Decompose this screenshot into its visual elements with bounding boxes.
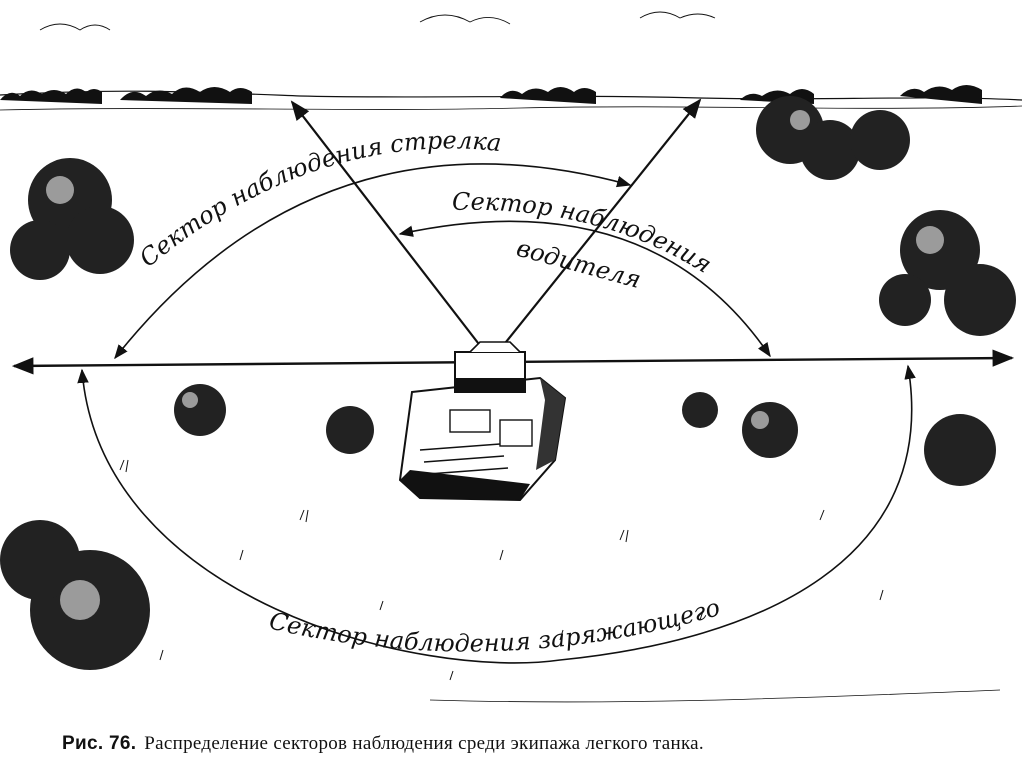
tree-line [0, 85, 982, 104]
loader-sector-arc [77, 364, 916, 664]
driver-sector-label-line2: водителя [514, 234, 644, 294]
observation-sectors-diagram: Сектор наблюдения стрелка Сектор наблюде… [0, 11, 1022, 703]
driver-sector-arc [398, 220, 771, 358]
figure-caption: Рис. 76. Распределение секторов наблюдени… [62, 733, 704, 755]
figure-caption-text: Распределение секторов наблюдения среди … [144, 733, 704, 754]
figure-number: Рис. 76. [62, 733, 137, 754]
loader-sector-label: Сектор наблюдения заряжающего [267, 593, 723, 657]
gunner-sector-label: Сектор наблюдения стрелка [134, 126, 503, 272]
vegetation [0, 96, 1016, 670]
grass [119, 459, 1001, 703]
gunner-sector-arc [114, 163, 632, 360]
horizontal-axis-arrow [11, 357, 496, 375]
vegetation-highlights [46, 110, 944, 620]
horizontal-axis-arrow-right [494, 349, 1015, 367]
light-tank [398, 341, 567, 502]
